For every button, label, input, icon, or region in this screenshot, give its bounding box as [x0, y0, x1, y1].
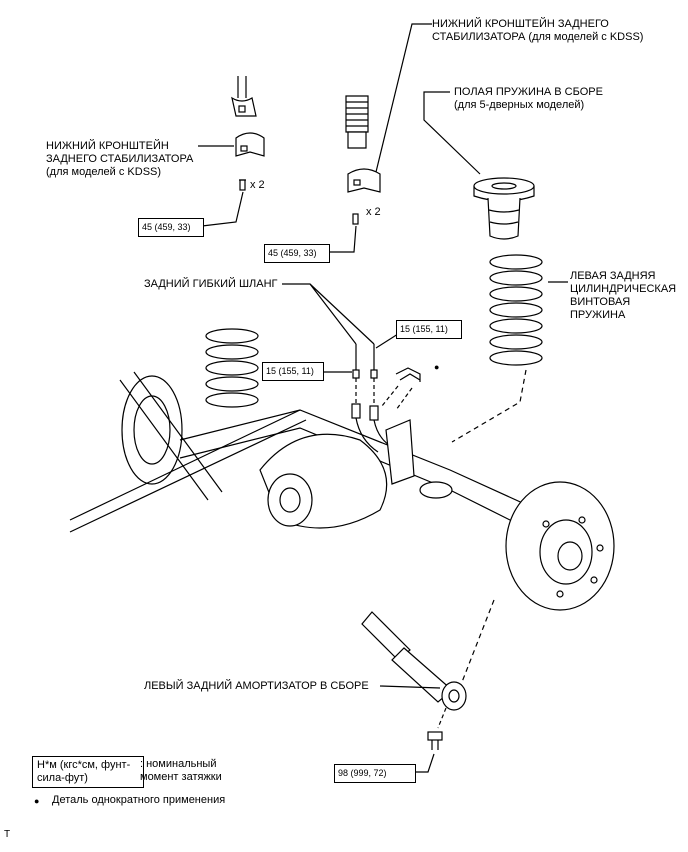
label-stab-bracket-top: НИЖНИЙ КРОНШТЕЙН ЗАДНЕГО СТАБИЛИЗАТОРА (… — [432, 18, 643, 44]
non-reusable-mark: ● — [434, 362, 440, 372]
label-line: ЗАДНЕГО СТАБИЛИЗАТОРА — [46, 153, 194, 165]
label-stab-bracket-left: НИЖНИЙ КРОНШТЕЙН ЗАДНЕГО СТАБИЛИЗАТОРА (… — [46, 140, 193, 179]
stab-bracket-middle — [347, 168, 381, 193]
legend-description: : номинальный момент затяжки — [140, 758, 222, 784]
qty-left: x 2 — [250, 179, 265, 191]
shock-absorber — [361, 611, 467, 711]
stab-bracket-left — [235, 132, 265, 157]
torque-box-shock: 98 (999, 72) — [334, 764, 416, 783]
label-line: ПОЛАЯ ПРУЖИНА В СБОРЕ — [454, 86, 603, 98]
corner-mark: T — [4, 829, 11, 840]
stab-boot — [345, 95, 369, 149]
label-shock: ЛЕВЫЙ ЗАДНИЙ АМОРТИЗАТОР В СБОРЕ — [144, 680, 369, 692]
label-coil-spring: ЛЕВАЯ ЗАДНЯЯ ЦИЛИНДРИЧЕСКАЯ ВИНТОВАЯ ПРУ… — [570, 270, 676, 322]
torque-box-hose-left: 15 (155, 11) — [262, 362, 324, 381]
label-line: НИЖНИЙ КРОНШТЕЙН ЗАДНЕГО — [432, 18, 609, 30]
legend-desc-line: : номинальный — [140, 758, 217, 770]
label-line: ЛЕВАЯ ЗАДНЯЯ — [570, 270, 656, 282]
label-line: ЦИЛИНДРИЧЕСКАЯ — [570, 283, 677, 295]
label-line: ПРУЖИНА — [570, 309, 626, 321]
coil-spring — [489, 254, 543, 366]
stab-bushing-left — [231, 76, 257, 117]
qty-right: x 2 — [366, 206, 381, 218]
label-line: СТАБИЛИЗАТОРА (для моделей с KDSS) — [432, 31, 644, 43]
bolt-left — [239, 179, 246, 191]
bolt-middle — [352, 213, 359, 225]
legend-units-box: Н*м (кгс*см, фунт- сила-фут) — [32, 756, 144, 788]
legend-units-line: Н*м (кгс*см, фунт- — [37, 759, 131, 771]
torque-box-stab-right: 45 (459, 33) — [264, 244, 330, 263]
rear-axle — [69, 328, 615, 611]
torque-box-stab-left: 45 (459, 33) — [138, 218, 204, 237]
label-bump-stopper: ПОЛАЯ ПРУЖИНА В СБОРЕ (для 5-дверных мод… — [454, 86, 603, 112]
legend-units-line: сила-фут) — [37, 772, 88, 784]
label-flex-hose: ЗАДНИЙ ГИБКИЙ ШЛАНГ — [144, 278, 278, 290]
legend-non-reusable: Деталь однократного применения — [52, 794, 226, 806]
label-line: (для 5-дверных моделей) — [454, 99, 585, 111]
legend-desc-line: момент затяжки — [140, 771, 222, 783]
bump-stopper — [473, 177, 535, 240]
label-line: (для моделей с KDSS) — [46, 166, 162, 178]
label-line: НИЖНИЙ КРОНШТЕЙН — [46, 140, 169, 152]
hose-clip — [381, 367, 421, 411]
shock-bolt — [427, 707, 447, 750]
legend-bullet: ● — [34, 796, 40, 806]
torque-box-hose-right: 15 (155, 11) — [396, 320, 462, 339]
label-line: ВИНТОВАЯ — [570, 296, 631, 308]
